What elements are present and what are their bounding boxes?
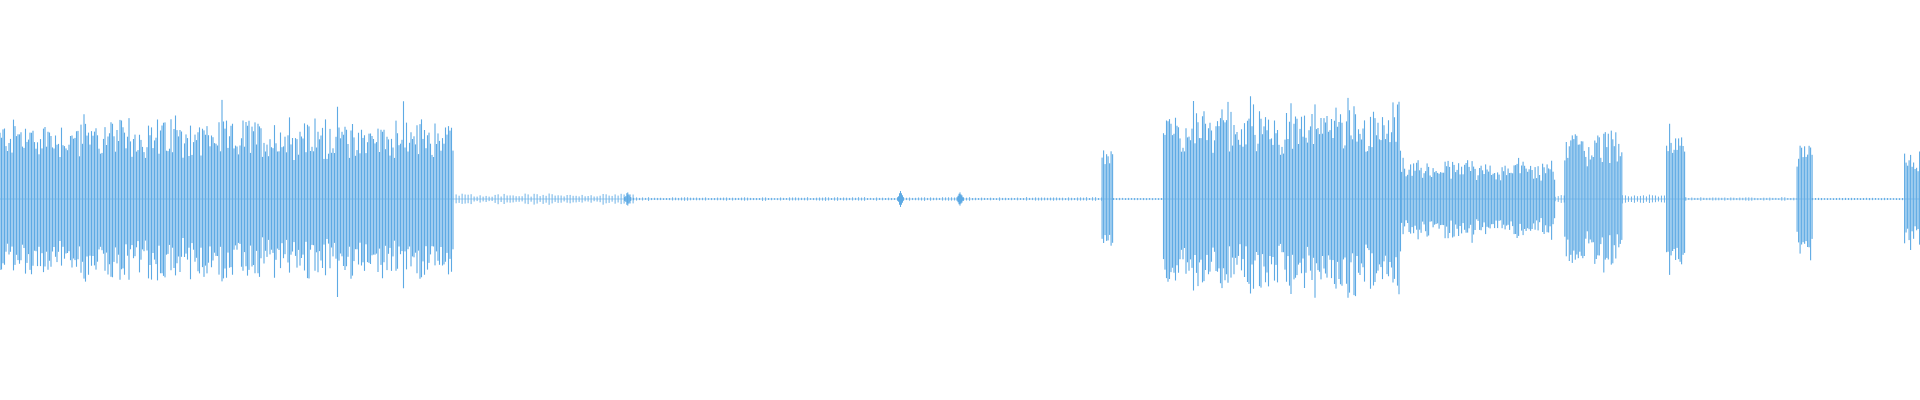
waveform-segment: [1162, 96, 1402, 298]
waveform-segment: [1666, 123, 1686, 275]
waveform-segment: [1904, 151, 1920, 250]
waveform-bars: [0, 96, 1920, 298]
waveform-segment: [1401, 157, 1556, 243]
waveform-segment: [0, 99, 454, 297]
waveform-segment: [1621, 194, 1665, 204]
waveform-segment: [1113, 197, 1163, 201]
waveform-segment: [1101, 150, 1114, 246]
waveform-segment: [452, 193, 634, 205]
waveform-segment: [1554, 195, 1565, 203]
waveform-segment: [1796, 145, 1813, 261]
waveform-segment: [1812, 197, 1903, 201]
waveform-segment: [1564, 130, 1623, 273]
waveform-segment: [1685, 197, 1798, 201]
